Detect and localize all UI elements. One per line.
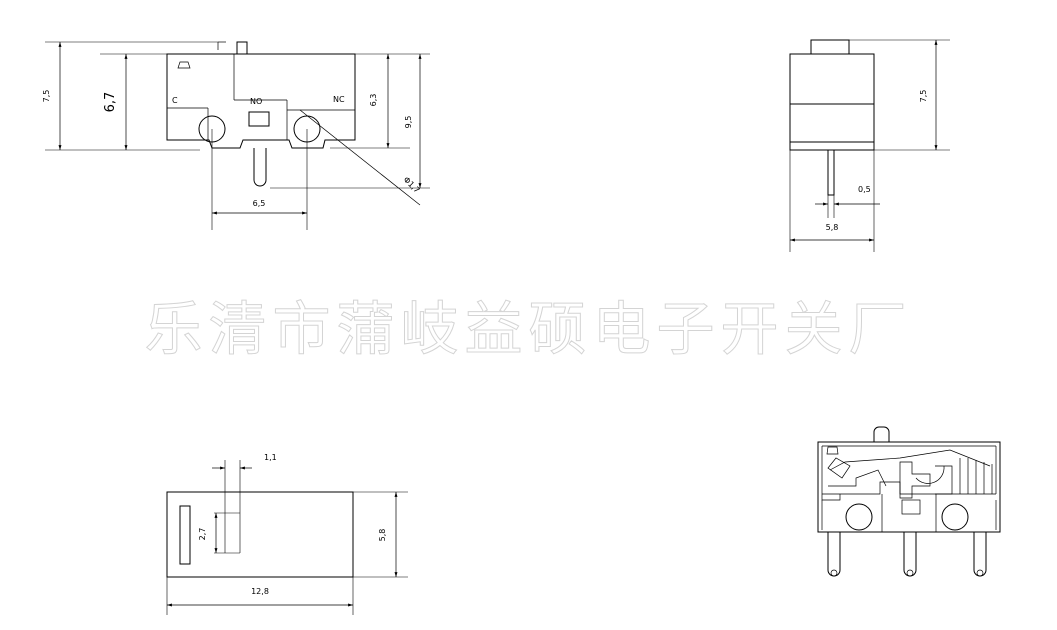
dim-bottom-length: 12,8 — [251, 587, 269, 596]
terminal-pin — [253, 148, 267, 187]
dim-pin-thickness: 0,5 — [858, 185, 871, 194]
dim-pin-length: 2,7 — [198, 528, 207, 541]
bottom-body — [166, 491, 354, 578]
actuator-side — [810, 39, 850, 55]
dim-pin-width: 1,1 — [264, 453, 277, 462]
actuator-button — [236, 41, 248, 55]
side-pin — [827, 149, 835, 196]
dim-side-height: 7,5 — [919, 90, 928, 103]
front-view: C NO NC 7,5 6,7 6,3 9,5 Φ1,7 6,5 — [42, 41, 430, 230]
switch-body-outline — [166, 53, 356, 149]
bottom-slot — [179, 505, 191, 565]
internal-actuator — [873, 426, 890, 442]
dim-hole-diameter: Φ1,7 — [402, 175, 422, 195]
dim-overall-height: 7,5 — [42, 90, 51, 103]
dim-bottom-height: 5,8 — [378, 529, 387, 542]
label-no: NO — [250, 97, 262, 106]
internal-pin-right — [973, 532, 987, 577]
label-nc: NC — [333, 95, 345, 104]
internal-pin-center — [903, 532, 917, 577]
internal-pin-left — [827, 532, 841, 577]
internal-hole-left — [845, 503, 873, 531]
bottom-view: 1,1 2,7 5,8 12,8 — [166, 453, 408, 615]
side-body — [789, 53, 875, 151]
center-window — [248, 111, 270, 127]
dim-pin-spacing: 6,5 — [253, 199, 266, 208]
internal-hole-right — [941, 503, 969, 531]
internal-view — [817, 426, 1001, 577]
dim-contact-height: 6,3 — [369, 94, 378, 107]
internal-body — [817, 441, 1001, 533]
side-view: 7,5 0,5 5,8 — [789, 39, 950, 252]
label-c: C — [172, 96, 178, 105]
dim-total-height: 9,5 — [404, 116, 413, 129]
dim-body-height: 6,7 — [103, 92, 118, 113]
watermark-text: 乐清市蒲岐益硕电子开关厂 — [144, 295, 913, 364]
dim-side-width: 5,8 — [826, 223, 839, 232]
